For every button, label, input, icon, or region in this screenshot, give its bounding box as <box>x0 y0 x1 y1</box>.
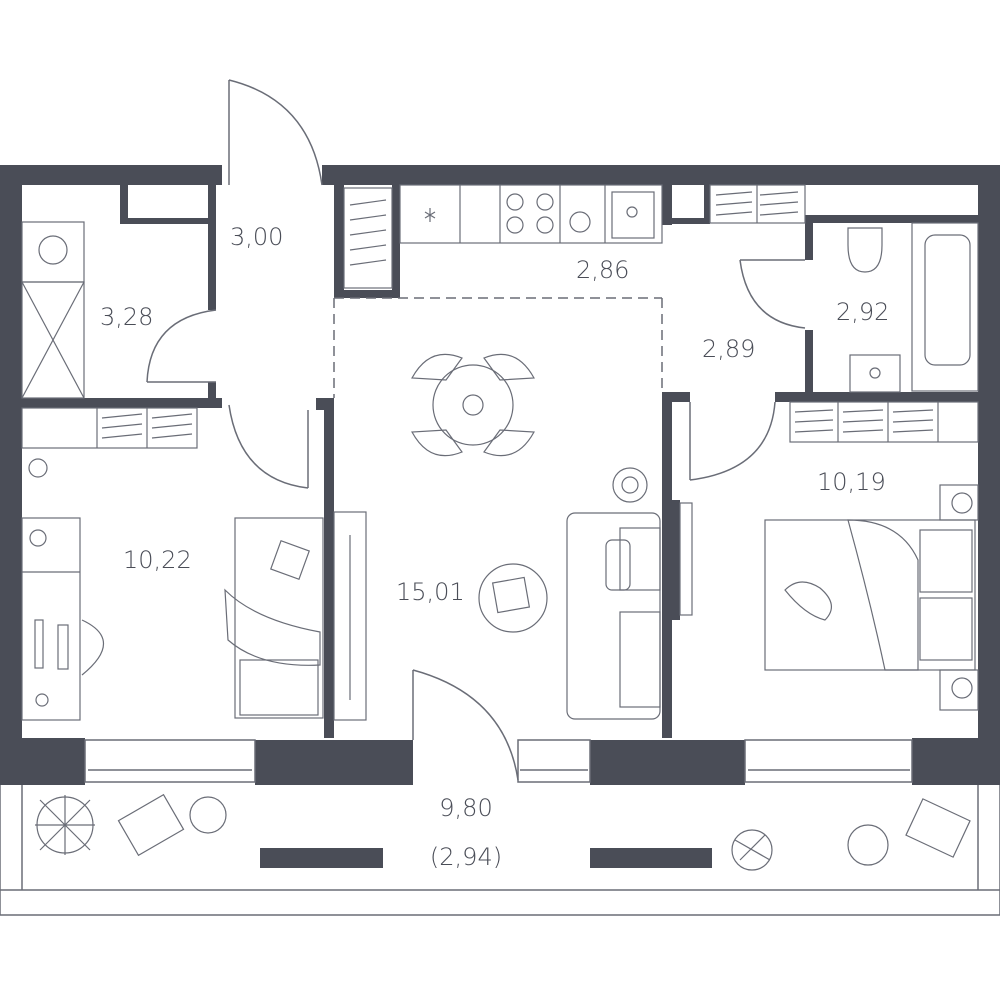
room-area-bathroom: 2,92 <box>836 298 890 326</box>
room-area-kitchen: 2,86 <box>576 256 630 284</box>
room-area-laundry: 3,28 <box>100 303 154 331</box>
room-area-balcony: 9,80 <box>439 794 493 822</box>
room-area-hall: 2,89 <box>702 335 756 363</box>
room-area-balcony-reduced: (2,94) <box>429 843 503 871</box>
room-area-bedroom-right: 10,19 <box>817 468 886 496</box>
doors-and-windows <box>0 79 1000 916</box>
furniture <box>21 184 979 871</box>
walls <box>0 165 1000 868</box>
room-area-bedroom-left: 10,22 <box>123 546 192 574</box>
room-area-living: 15,01 <box>396 578 465 606</box>
room-area-entrance: 3,00 <box>230 223 284 251</box>
